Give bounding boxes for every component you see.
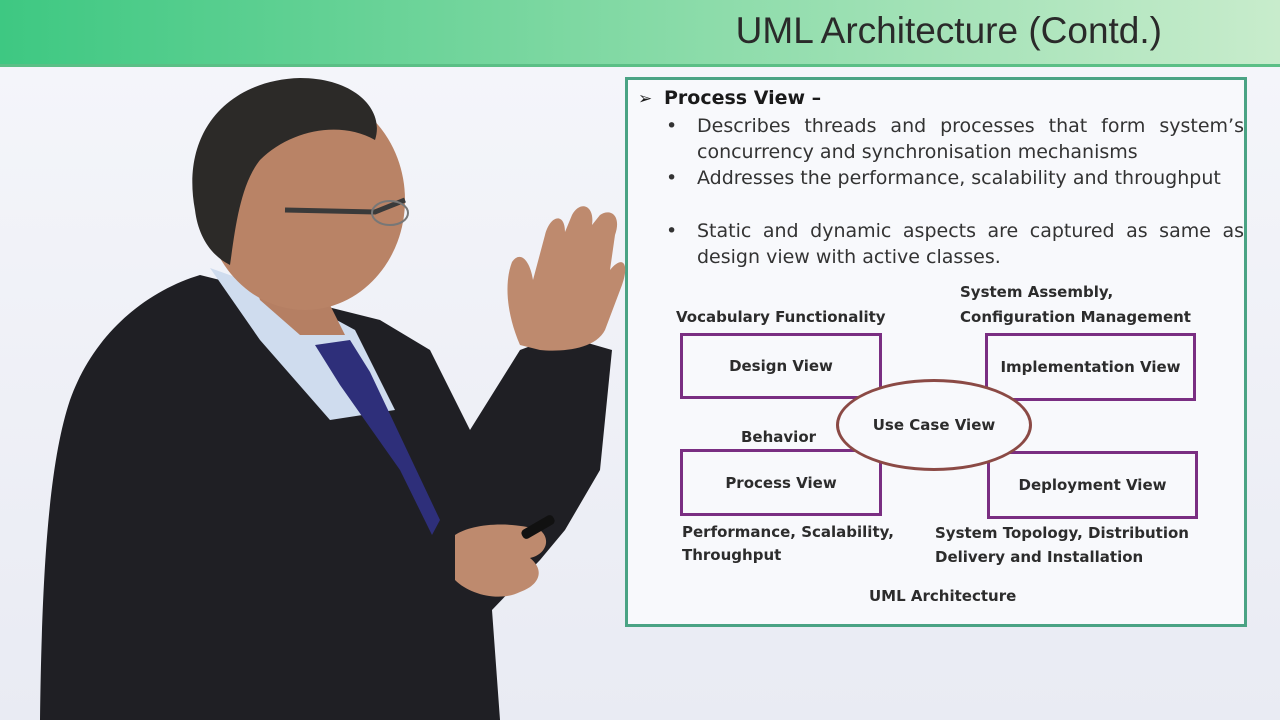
- use-case-view-ellipse: Use Case View: [836, 379, 1032, 471]
- slide-title: UML Architecture (Contd.): [735, 10, 1162, 51]
- bullet-text: Describes threads and processes that for…: [697, 115, 1244, 163]
- arrow-bullet-icon: ➢: [638, 89, 653, 109]
- implementation-view-label: Implementation View: [1000, 358, 1181, 376]
- system-assembly-label: System Assembly,: [960, 283, 1114, 301]
- delivery-label: Delivery and Installation: [935, 548, 1144, 566]
- bullet-dot-icon: •: [666, 167, 678, 189]
- design-view-label: Design View: [729, 357, 833, 375]
- deployment-view-label: Deployment View: [1018, 476, 1167, 494]
- behavior-label: Behavior: [741, 428, 817, 446]
- process-view-heading: ➢ Process View –: [638, 87, 821, 109]
- bullet-item: • Static and dynamic aspects are capture…: [666, 218, 1244, 270]
- bullet-dot-icon: •: [666, 115, 678, 137]
- deployment-view-box: Deployment View: [987, 451, 1198, 519]
- diagram-caption: UML Architecture: [869, 587, 1017, 605]
- bullet-dot-icon: •: [666, 220, 678, 242]
- process-view-label: Process View: [725, 473, 837, 492]
- use-case-view-label: Use Case View: [872, 416, 996, 434]
- process-view-box: Process View: [680, 449, 882, 516]
- bullet-text: Static and dynamic aspects are captured …: [697, 220, 1244, 268]
- throughput-label: Throughput: [682, 546, 782, 564]
- bullet-item: • Describes threads and processes that f…: [666, 113, 1244, 165]
- vocabulary-label: Vocabulary Functionality: [676, 308, 886, 326]
- topology-label: System Topology, Distribution: [935, 524, 1189, 542]
- heading-text: Process View –: [664, 87, 822, 109]
- performance-label: Performance, Scalability,: [682, 523, 894, 541]
- bullet-text: Addresses the performance, scalability a…: [697, 167, 1221, 189]
- bullet-item: • Addresses the performance, scalability…: [666, 165, 1244, 217]
- title-banner: UML Architecture (Contd.): [0, 0, 1280, 67]
- design-view-box: Design View: [680, 333, 882, 399]
- implementation-view-box: Implementation View: [985, 333, 1196, 401]
- configuration-management-label: Configuration Management: [960, 308, 1191, 326]
